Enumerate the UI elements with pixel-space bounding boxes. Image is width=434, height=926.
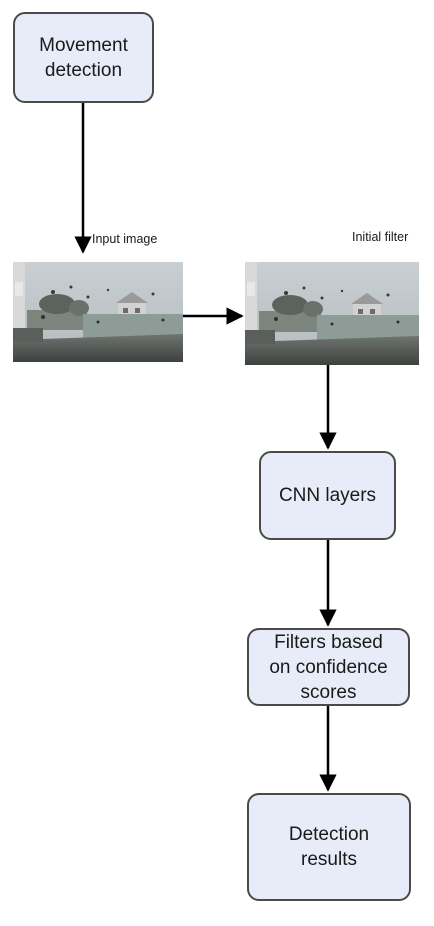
- initial-filter-photo: [245, 262, 419, 365]
- movement-detection-node: Movement detection: [13, 12, 154, 103]
- street-scene-image: [13, 262, 183, 362]
- confidence-filters-node: Filters based on confidence scores: [247, 628, 410, 706]
- detection-results-node: Detection results: [247, 793, 411, 901]
- cnn-layers-node: CNN layers: [259, 451, 396, 540]
- initial-filter-label: Initial filter: [352, 230, 409, 244]
- input-image-photo: [13, 262, 183, 362]
- input-image-label: Input image: [92, 232, 158, 246]
- street-scene-image-filtered: [245, 262, 419, 365]
